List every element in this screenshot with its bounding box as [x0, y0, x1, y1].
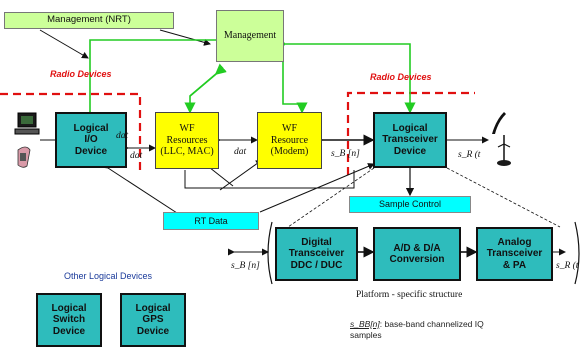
logical-switch-line2: Switch — [52, 314, 86, 326]
dat-label-2: dat — [234, 147, 247, 157]
ad-da-line2: Conversion — [389, 254, 445, 265]
sb-n-top-label: s_B [n] — [331, 149, 360, 159]
rt-data-label: RT Data — [194, 215, 228, 226]
wf-resource-line2: Resource — [270, 134, 309, 146]
logical-switch-line3: Device — [52, 325, 86, 337]
management-box: Management — [216, 10, 284, 62]
digital-transceiver: Digital Transceiver DDC / DUC — [275, 227, 358, 281]
antenna-icon — [492, 112, 511, 166]
radio-devices-left-label: Radio Devices — [50, 69, 112, 79]
radio-boundary-left — [0, 92, 142, 175]
dat-label-3: dat — [116, 131, 129, 141]
logical-io-line1: Logical — [73, 122, 109, 134]
logical-gps-device: Logical GPS Device — [120, 293, 186, 347]
sb-n-bottom-label: s_B [n] — [231, 261, 260, 271]
wf-resources-llc-mac: WF Resources (LLC, MAC) — [155, 112, 219, 169]
wf-resource-modem: WF Resource (Modem) — [257, 112, 322, 169]
logical-gps-line3: Device — [136, 325, 170, 337]
footnote: s_BB[n]: base-band channelized IQ — [350, 319, 484, 329]
logical-switch-line1: Logical — [51, 302, 87, 314]
dat-label-1: dat — [130, 151, 143, 161]
analog-transceiver-line3: & PA — [502, 259, 527, 271]
footnote-line2: samples — [350, 330, 382, 340]
analog-transceiver-line1: Analog — [497, 236, 532, 248]
sr-t-bottom-label: s_R (t — [556, 261, 579, 271]
phone-icon — [17, 146, 31, 168]
radio-boundary-right — [346, 91, 475, 175]
wf-resource-line3: (Modem) — [270, 146, 309, 158]
logical-transceiver-line2: Transceiver — [382, 134, 438, 146]
management-label: Management — [223, 30, 277, 42]
wf-resource-line1: WF — [282, 123, 297, 135]
platform-caption: Platform - specific structure — [356, 290, 463, 300]
logical-gps-line2: GPS — [142, 314, 164, 326]
logical-io-line3: Device — [74, 145, 108, 157]
logical-io-device: Logical I/O Device — [55, 112, 127, 168]
logical-transceiver-line3: Device — [393, 145, 427, 157]
digital-transceiver-line3: DDC / DUC — [290, 259, 343, 271]
radio-devices-right-label: Radio Devices — [370, 72, 432, 82]
ad-da-line1: A/D & D/A — [393, 242, 441, 254]
footnote-text: : base-band channelized IQ — [379, 319, 484, 329]
other-logical-devices-label: Other Logical Devices — [64, 271, 153, 281]
sr-t-top-label: s_R (t — [458, 150, 481, 160]
rt-data-box: RT Data — [163, 212, 259, 230]
logical-io-line2: I/O — [84, 134, 98, 146]
management-nrt-label: Management (NRT) — [47, 14, 131, 26]
logical-transceiver-device: Logical Transceiver Device — [373, 112, 447, 168]
digital-transceiver-line1: Digital — [301, 236, 332, 248]
sample-control-box: Sample Control — [349, 196, 471, 213]
wf-resources-line3: (LLC, MAC) — [160, 146, 214, 158]
analog-transceiver-line2: Transceiver — [486, 248, 543, 260]
logical-transceiver-line1: Logical — [392, 122, 428, 134]
wf-resources-line2: Resources — [166, 134, 208, 146]
management-nrt-box: Management (NRT) — [4, 12, 174, 29]
footnote-symbol: s_BB[n] — [350, 319, 380, 329]
wf-resources-line1: WF — [179, 123, 195, 135]
analog-transceiver: Analog Transceiver & PA — [476, 227, 553, 281]
logical-gps-line1: Logical — [135, 302, 171, 314]
computer-icon — [14, 112, 40, 135]
sample-control-label: Sample Control — [378, 199, 442, 210]
ad-da-conversion: A/D & D/A Conversion — [373, 227, 461, 281]
digital-transceiver-line2: Transceiver — [288, 248, 345, 260]
logical-switch-device: Logical Switch Device — [36, 293, 102, 347]
